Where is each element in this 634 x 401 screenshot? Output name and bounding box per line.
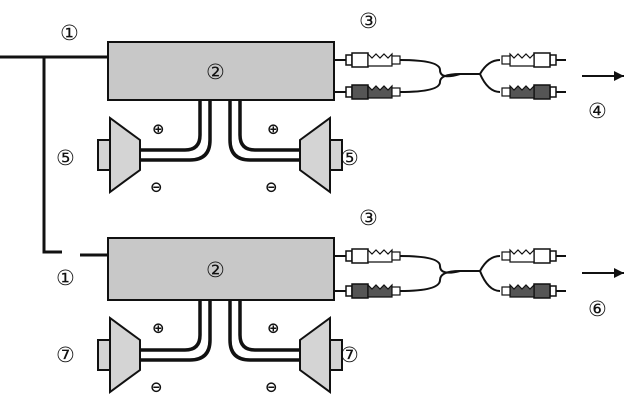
label-plus-bottom-left: ⊕ — [152, 319, 165, 337]
label-rca-top: ③ — [359, 9, 378, 33]
label-minus-bottom-right: ⊖ — [265, 378, 278, 396]
label-speaker-rear-left: ⑦ — [56, 343, 75, 367]
speaker-wires-top — [140, 100, 300, 162]
rca-plug-icon-top-4 — [501, 84, 557, 100]
speaker-icon-bottom-left — [97, 317, 141, 393]
power-wire — [0, 55, 108, 257]
label-amplifier-top: ② — [206, 60, 225, 84]
arrow-right-icon-top — [582, 71, 624, 81]
label-output-rear: ⑥ — [588, 297, 607, 321]
label-plus-top-left: ⊕ — [152, 120, 165, 138]
label-minus-top-left: ⊖ — [150, 178, 163, 196]
label-wire-top: ① — [60, 21, 79, 45]
rca-plug-icon-bottom-2 — [345, 283, 401, 299]
rca-plug-icon-bottom-4 — [501, 283, 557, 299]
label-plus-top-right: ⊕ — [267, 120, 280, 138]
bottom-section: ① ② ③ ⑥ ⑦ ⑦ ⊕ ⊕ ⊖ ⊖ — [56, 206, 624, 396]
rca-plug-icon-top-1 — [345, 52, 401, 68]
label-amplifier-bottom: ② — [206, 258, 225, 282]
label-minus-top-right: ⊖ — [265, 178, 278, 196]
amplifier-box-top — [107, 41, 335, 101]
speaker-icon-top-right — [299, 117, 343, 193]
rca-plug-icon-bottom-1 — [345, 248, 401, 264]
label-speaker-rear-right: ⑦ — [340, 343, 359, 367]
label-rca-bottom: ③ — [359, 206, 378, 230]
label-plus-bottom-right: ⊕ — [267, 319, 280, 337]
label-speaker-front-right: ⑤ — [340, 146, 359, 170]
speaker-wires-bottom — [140, 300, 300, 362]
speaker-icon-bottom-right — [299, 317, 343, 393]
rca-plug-icon-top-2 — [345, 84, 401, 100]
amplifier-box-bottom — [107, 237, 335, 301]
label-minus-bottom-left: ⊖ — [150, 378, 163, 396]
speaker-icon-top-left — [97, 117, 141, 193]
rca-plug-icon-bottom-3 — [501, 248, 557, 264]
rca-cables-top — [334, 52, 566, 100]
rca-cables-bottom — [334, 248, 566, 299]
rca-plug-icon-top-3 — [501, 52, 557, 68]
top-section: ① ② ③ ④ ⑤ ⑤ ⊕ ⊕ ⊖ ⊖ — [56, 9, 624, 196]
label-speaker-front-left: ⑤ — [56, 146, 75, 170]
label-output-front: ④ — [588, 99, 607, 123]
label-wire-bottom: ① — [56, 266, 75, 290]
arrow-right-icon-bottom — [582, 268, 624, 278]
